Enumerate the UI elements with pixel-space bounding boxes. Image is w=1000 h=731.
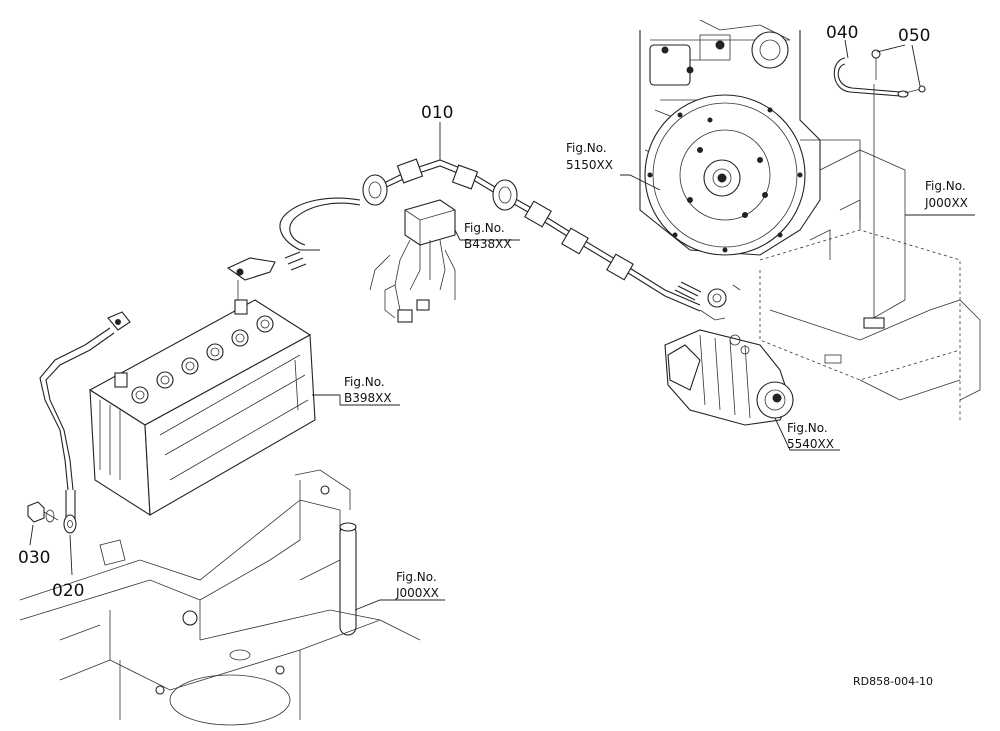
fig-ref-frame-right-label: Fig.No. (925, 179, 966, 193)
part-number-030: 030 (18, 548, 50, 568)
part-number-020: 020 (52, 581, 84, 601)
ground-cable-020 (39, 311, 131, 534)
leader-lines (29, 39, 975, 611)
part-number-050: 050 (898, 26, 930, 46)
fig-ref-battery-code: B398XX (344, 391, 392, 405)
fig-ref-frame-bottom-code: J000XX (395, 586, 439, 600)
engine-flywheel-assembly (639, 19, 821, 256)
frame-right (759, 139, 981, 420)
fig-ref-relay-code: B438XX (464, 237, 512, 251)
part-number-040: 040 (826, 23, 858, 43)
starter-motor (664, 329, 794, 426)
fig-ref-battery-label: Fig.No. (344, 375, 385, 389)
battery-cable-010 (226, 158, 741, 321)
fig-ref-starter-label: Fig.No. (787, 421, 828, 435)
fig-ref-relay-label: Fig.No. (464, 221, 505, 235)
bolt-030 (27, 501, 59, 523)
fig-ref-flywheel-label: Fig.No. (566, 141, 607, 155)
fig-ref-frame-right-code: J000XX (924, 196, 968, 210)
relay-harness (369, 199, 456, 323)
part-number-010: 010 (421, 103, 453, 123)
bolt-050 (904, 85, 926, 94)
fig-ref-starter-code: 5540XX (787, 437, 834, 451)
fig-ref-frame-bottom-label: Fig.No. (396, 570, 437, 584)
ground-cable-040 (833, 49, 909, 329)
battery (88, 299, 316, 517)
drawing-code: RD858-004-10 (853, 675, 933, 688)
frame-bottom (19, 469, 421, 726)
fig-ref-flywheel-code: 5150XX (566, 158, 613, 172)
